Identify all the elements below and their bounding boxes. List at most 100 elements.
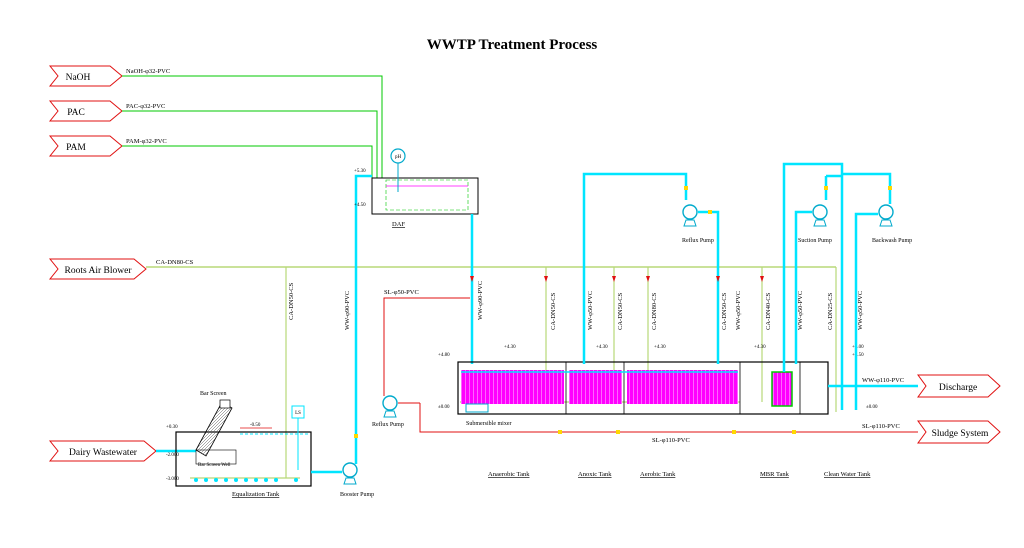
air-system: Roots Air Blower CA-DN80-CS <box>48 258 837 479</box>
reflux-pump-2-group: Reflux Pump <box>582 172 720 364</box>
level-cw-top: +5.00 <box>852 345 864 350</box>
daf-unit: pH +5.30 +4.50 DAF WW-φ90-PVC <box>354 148 484 364</box>
tank-label-anaerobic: Anaerobic Tank <box>488 471 530 478</box>
valve-sl-3 <box>732 430 736 434</box>
valve-sl-4 <box>792 430 796 434</box>
valve-backwash <box>888 186 892 190</box>
mbr-permeate-line <box>782 162 844 372</box>
reflux-pump-1-group: SL-φ50-PVC Reflux Pump SL-φ110-PVC SL-φ1… <box>372 289 918 444</box>
valve-reflux-2 <box>684 186 688 190</box>
level-bio-a: +4.80 <box>438 353 450 358</box>
sludge-main-line <box>419 403 918 433</box>
daf-body <box>371 177 479 215</box>
suction-pump-label: Suction Pump <box>798 238 832 244</box>
level-bio-e: +4.30 <box>754 345 766 350</box>
pipe-label-ca-dn50-b: CA-DN50-CS <box>550 292 557 330</box>
reflux-pump-1-label: Reflux Pump <box>372 421 404 428</box>
inlet-arrow-roots <box>48 258 147 280</box>
inlet-label-naoh: NaOH <box>66 73 91 83</box>
diagram-title: WWTP Treatment Process <box>427 37 598 53</box>
level-eq-mid: -2.000 <box>166 453 179 458</box>
media-anoxic <box>569 370 622 404</box>
valve-sl-2 <box>616 430 620 434</box>
level-eq-water: -0.50 <box>250 423 261 428</box>
pipe-label-ca-dn80: CA-DN80-CS <box>651 292 658 330</box>
equalization-diffusers <box>194 478 298 482</box>
equalization-tank-body <box>175 431 312 487</box>
pipe-label-ww50-d: WW-φ50-PVC <box>857 291 864 330</box>
booster-pump-base <box>343 477 357 485</box>
tank-label-aerobic: Aerobic Tank <box>640 471 676 478</box>
reflux-pump-1-base <box>383 410 397 418</box>
naoh-line <box>122 75 383 178</box>
pipe-label-pac: PAC-φ32-PVC <box>126 103 165 110</box>
daf-label: DAF <box>392 221 405 228</box>
bar-screen <box>195 401 233 457</box>
reflux-pump-1-icon <box>382 395 398 411</box>
submersible-mixer-label: Submersible mixer <box>466 421 512 427</box>
level-bio-bot: ±0.00 <box>438 405 450 410</box>
ls-label: LS <box>295 411 301 416</box>
suction-pump-icon <box>812 204 828 220</box>
suction-to-mbr-line <box>794 210 812 364</box>
bar-screen-well-label: Bar Screen Well <box>198 463 231 468</box>
suction-pump-base <box>813 219 827 227</box>
daf-internals <box>385 179 469 211</box>
pipe-label-ca-dn25: CA-DN25-CS <box>827 292 834 330</box>
outlet-label-sludge: Sludge System <box>932 429 989 439</box>
recycle-suction-line <box>582 172 688 364</box>
bio-tanks: Submersible mixer +4.80 +4.30 +4.30 +4.3… <box>438 345 878 478</box>
inlet-arrow-naoh <box>48 65 123 87</box>
booster-pump-label: Booster Pump <box>340 492 374 498</box>
outlet-arrow-discharge <box>917 374 1001 398</box>
inlet-arrow-dairy <box>48 440 157 462</box>
media-anaerobic <box>461 370 564 404</box>
pipe-label-ww50-a: WW-φ50-PVC <box>587 291 594 330</box>
bar-screen-motor <box>219 399 231 409</box>
valve-suction <box>824 186 828 190</box>
backwash-suction-line <box>854 212 878 410</box>
pipe-label-ww90-booster: WW-φ90-PVC <box>344 291 351 330</box>
valve-reflux-2b <box>708 210 712 214</box>
pipe-label-ww110: WW-φ110-PVC <box>862 377 904 384</box>
tank-label-equalization: Equalization Tank <box>232 491 280 498</box>
pipe-label-sl110-b: SL-φ110-PVC <box>862 423 900 430</box>
vertical-pipe-labels: CA-DN50-CS CA-DN50-CS WW-φ50-PVC CA-DN50… <box>288 282 864 330</box>
pipe-label-ca-dn50-d: CA-DN50-CS <box>721 292 728 330</box>
ph-label: pH <box>395 155 402 160</box>
backwash-pump-icon <box>878 204 894 220</box>
recycle-discharge-line <box>698 210 720 364</box>
pipe-label-ca-dn50-a: CA-DN50-CS <box>288 282 295 320</box>
level-cw-bot: ±0.00 <box>866 405 878 410</box>
pipe-label-sl50: SL-φ50-PVC <box>384 289 419 296</box>
pac-line <box>122 110 378 178</box>
inlet-label-pac: PAC <box>67 108 85 118</box>
level-eq-bot: -3.000 <box>166 477 179 482</box>
reflux-pump-2-label: Reflux Pump <box>682 237 714 244</box>
valve-sl-1 <box>558 430 562 434</box>
tank-label-anoxic: Anoxic Tank <box>578 471 612 478</box>
mbr-module <box>771 371 793 407</box>
level-bio-b: +4.30 <box>504 345 516 350</box>
bar-screen-well <box>195 449 237 465</box>
sludge-return-line <box>383 297 470 396</box>
pipe-label-sl110-a: SL-φ110-PVC <box>652 437 690 444</box>
pipe-label-ca-dn40: CA-DN40-CS <box>765 292 772 330</box>
level-cw-a: +4.50 <box>852 353 864 358</box>
outlet-label-discharge: Discharge <box>939 383 977 393</box>
booster-pump-icon <box>342 462 358 478</box>
equalization-tank: Bar Screen Well Bar Screen LS +0.30 -2.0… <box>166 391 312 498</box>
inlet-label-dairy: Dairy Wastewater <box>69 448 138 458</box>
backwash-pump-base <box>879 219 893 227</box>
valve-booster <box>354 434 358 438</box>
pipe-label-ww90-daf: WW-φ90-PVC <box>477 281 484 320</box>
suction-pump-group: Suction Pump <box>782 162 844 372</box>
inlet-label-roots: Roots Air Blower <box>64 266 132 276</box>
reflux-pump-2-base <box>683 219 697 227</box>
outlet-arrow-sludge <box>917 420 1001 444</box>
tank-label-clean-water: Clean Water Tank <box>824 471 871 478</box>
bar-screen-label: Bar Screen <box>200 391 227 397</box>
backwash-pump-group: Backwash Pump <box>840 172 912 410</box>
bio-tank-body <box>457 361 829 415</box>
